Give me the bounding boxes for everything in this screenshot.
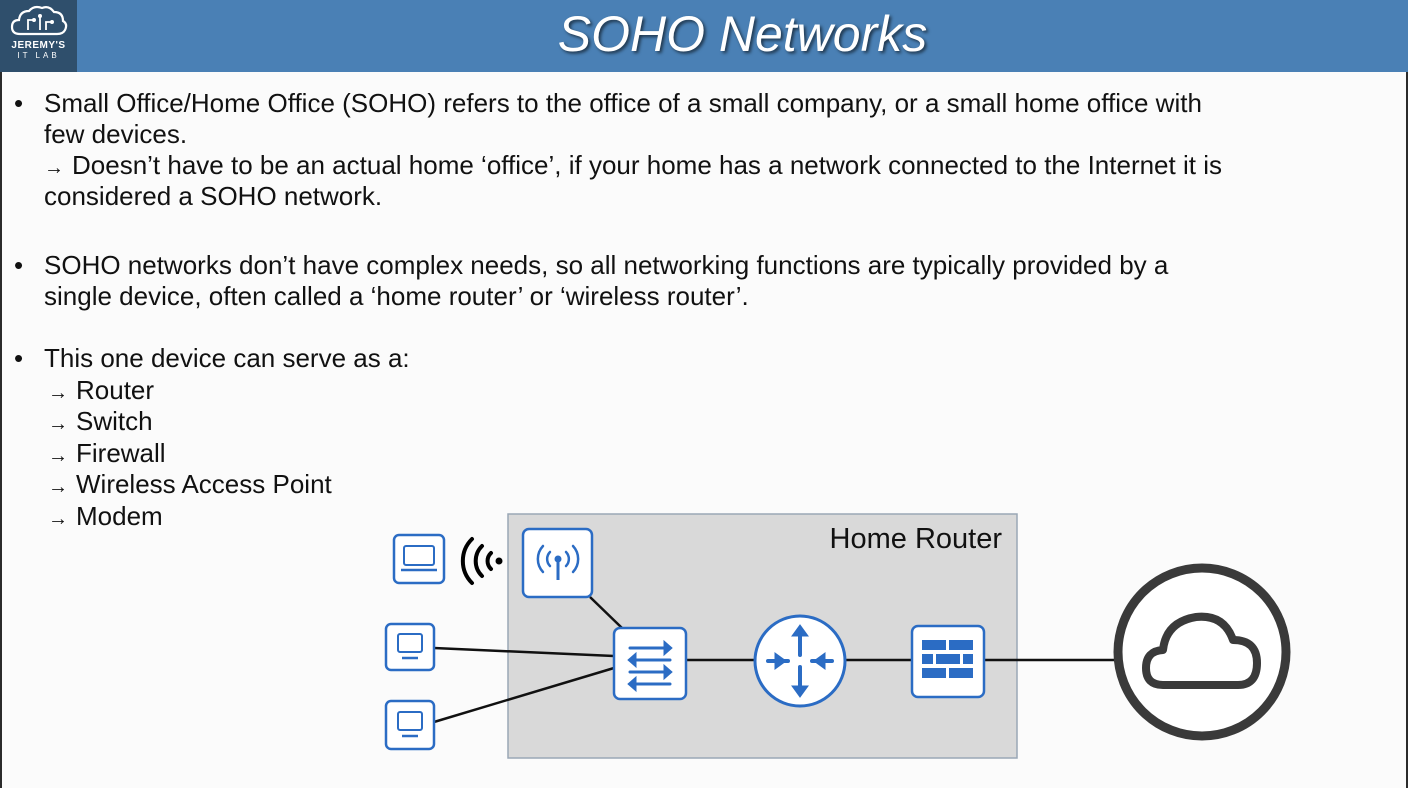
bullet-1-line-1: Small Office/Home Office (SOHO) refers t… [44, 88, 1202, 118]
bullet-1-subline-2: considered a SOHO network. [44, 181, 383, 211]
logo: JEREMY'S IT LAB [0, 0, 77, 72]
pc-icon [384, 622, 436, 672]
arrow-icon: → [44, 157, 64, 179]
left-border [0, 72, 2, 788]
list-item-label: Modem [76, 501, 163, 531]
ap-switch-link [589, 596, 623, 629]
list-item-label: Firewall [76, 438, 166, 468]
arrow-icon: → [48, 445, 68, 467]
list-item-router: → Router [48, 375, 154, 409]
list-item-wireless-access-point: → Wireless Access Point [48, 469, 332, 503]
bullet-marker: • [14, 250, 24, 280]
bullet-1-line-2: few devices. [44, 119, 188, 149]
pc2-switch-link [433, 666, 615, 724]
connections [433, 596, 1116, 724]
home-router-label: Home Router [830, 523, 1003, 555]
router-icon [753, 614, 847, 708]
switch-icon [612, 626, 688, 701]
bullet-3-line-1: This one device can serve as a: [44, 343, 410, 373]
pc1-switch-link [433, 646, 615, 658]
logo-subtext: IT LAB [17, 51, 60, 60]
arrow-icon: → [48, 382, 68, 404]
list-item-modem: → Modem [48, 501, 163, 535]
title-bar: JEREMY'S IT LAB SOHO Networks [0, 0, 1408, 72]
right-border [1406, 72, 1408, 788]
list-item-label: Switch [76, 406, 153, 436]
laptop-icon [392, 533, 446, 585]
wireless-signal-icon [460, 537, 503, 585]
list-item-firewall: → Firewall [48, 438, 166, 472]
list-item-label: Wireless Access Point [76, 469, 332, 499]
internet-cloud-icon [1113, 563, 1291, 741]
arrow-icon: → [48, 476, 68, 498]
arrow-icon: → [48, 413, 68, 435]
bullet-marker: • [14, 88, 24, 118]
bullet-2-line-1: SOHO networks don’t have complex needs, … [44, 250, 1169, 280]
page-title: SOHO Networks [557, 6, 928, 62]
pc-icon [384, 699, 436, 751]
bullet-1-subline-1: → Doesn’t have to be an actual home ‘offi… [44, 150, 1222, 184]
bullet-2-line-2: single device, often called a ‘home rout… [44, 281, 749, 311]
firewall-icon [910, 624, 986, 699]
brain-cloud-icon [10, 5, 68, 36]
bullet-marker: • [14, 343, 24, 373]
wireless-access-point-icon [521, 527, 594, 599]
logo-text: JEREMY'S [11, 40, 66, 51]
bullet-1-sub-text: Doesn’t have to be an actual home ‘offic… [72, 150, 1222, 180]
list-item-switch: → Switch [48, 406, 153, 440]
list-item-label: Router [76, 375, 155, 405]
arrow-icon: → [48, 508, 68, 530]
